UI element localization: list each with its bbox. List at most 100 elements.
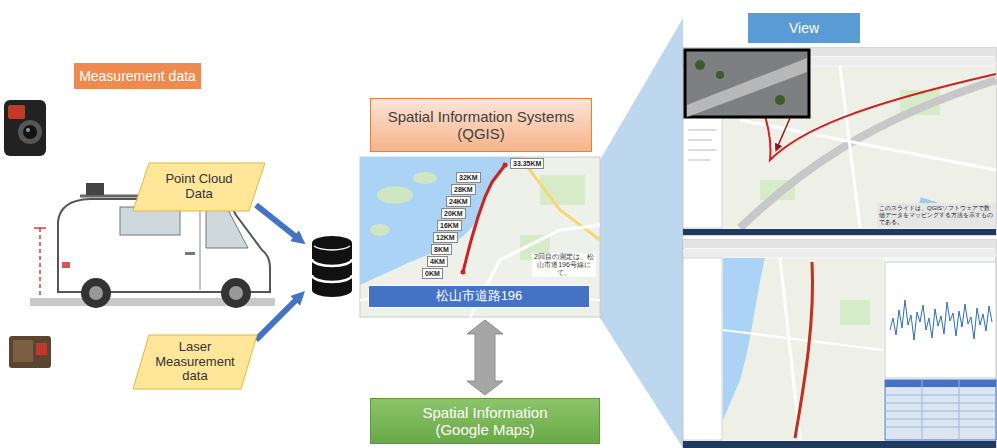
qgis-screenshot	[685, 50, 809, 117]
flow-arrow	[256, 205, 300, 340]
measurement-van	[229, 286, 243, 300]
database-icon	[312, 259, 352, 266]
qgis-screenshot	[683, 258, 722, 440]
map-image	[370, 224, 390, 236]
measurement-van	[89, 286, 103, 300]
qgis-screenshot	[723, 330, 883, 350]
qgis-screenshot	[683, 441, 996, 448]
database-icon	[312, 243, 352, 290]
parallelogram-shape	[133, 163, 265, 211]
data-parallelogram: Laser Measurement data	[133, 335, 257, 389]
camera-icon	[4, 100, 46, 156]
measurement-van	[206, 206, 248, 248]
qgis-screenshot	[922, 380, 923, 440]
qgis-screenshot	[885, 380, 996, 387]
qgis-screenshot	[688, 150, 716, 151]
info-box: Spatial Information (Google Maps)	[370, 398, 600, 444]
box-text: Point Cloud Data	[154, 172, 244, 202]
qgis-screenshot	[683, 240, 996, 448]
qgis-screenshot	[716, 71, 724, 79]
sync-arrow	[467, 320, 503, 395]
qgis-screenshot	[885, 380, 996, 440]
qgis-screenshot	[885, 419, 996, 420]
map-panel: 33.35KM 32KM28KM24KM20KM16KM12KM8KM4KM0KM…	[360, 157, 600, 317]
distance-marker: 12KM	[433, 232, 458, 243]
distance-marker: 28KM	[451, 184, 476, 195]
measurement-van	[221, 278, 251, 308]
camera-icon	[4, 100, 46, 156]
camera-icon	[8, 105, 25, 119]
qgis-screenshot	[683, 249, 996, 257]
qgis-screenshot	[723, 258, 883, 440]
measurement-van	[185, 252, 195, 255]
map-image	[413, 172, 437, 184]
qgis-screenshot	[890, 300, 992, 340]
measurement-van	[39, 228, 41, 296]
map-note: 2回目の測定は、松山市道196号線にて。	[532, 253, 596, 277]
measurement-van	[62, 262, 70, 268]
distance-marker: 8KM	[431, 244, 452, 255]
parallelogram-shape	[133, 335, 257, 389]
view-header: View	[748, 13, 860, 43]
box-text: Spatial Information (Google Maps)	[403, 404, 568, 439]
qgis-screenshot	[723, 258, 765, 420]
distance-marker: 0KM	[422, 268, 443, 279]
qgis-screenshot	[885, 395, 996, 396]
qgis-screenshot	[683, 48, 996, 235]
map-image	[360, 157, 600, 317]
qgis-screenshot	[683, 240, 996, 248]
qgis-screenshot	[780, 258, 800, 440]
camera-icon	[18, 120, 42, 144]
qgis-screenshot	[688, 160, 710, 161]
database-icon	[312, 283, 352, 297]
map-image	[503, 163, 508, 168]
box-text: Laser Measurement data	[152, 340, 238, 385]
camera-icon	[26, 128, 30, 132]
camera-icon	[23, 125, 37, 139]
qgis-screenshot	[885, 411, 996, 412]
measurement-van	[58, 199, 270, 292]
laser-device	[13, 340, 33, 362]
qgis-screenshot	[795, 262, 813, 438]
distance-marker: 4KM	[427, 256, 448, 267]
measurement-van	[34, 227, 46, 229]
measurement-van	[200, 204, 201, 290]
qgis-screenshot	[688, 140, 712, 141]
distance-marker: 24KM	[446, 196, 471, 207]
distance-marker: 32KM	[456, 172, 481, 183]
box-text: Spatial Information Systems (QGIS)	[379, 108, 584, 143]
map-image	[377, 186, 413, 204]
flow-arrow	[256, 205, 300, 240]
measurement-van	[86, 183, 104, 195]
qgis-screenshot	[683, 229, 996, 235]
database-icon	[312, 275, 352, 282]
qgis-screenshot	[683, 48, 996, 235]
database-icon	[312, 236, 352, 250]
distance-marker: 20KM	[441, 208, 466, 219]
data-parallelogram: Point Cloud Data	[133, 163, 265, 211]
system-box: Spatial Information Systems (QGIS)	[370, 98, 592, 152]
qgis-screenshot	[885, 403, 996, 404]
database-icon	[314, 246, 350, 250]
box-text: Measurement data	[79, 68, 196, 84]
map-image	[461, 270, 466, 275]
distance-marker: 33.35KM	[510, 158, 544, 169]
screen-note: このスライドは、QGISソフトウェアで数値データをマッピングする方法を示すもので…	[879, 205, 994, 227]
qgis-screenshot	[683, 240, 996, 448]
box-text: View	[789, 20, 819, 36]
qgis-screenshot	[840, 66, 860, 228]
qgis-screenshot	[877, 203, 996, 228]
qgis-screenshot	[740, 80, 996, 228]
qgis-screenshot	[695, 60, 705, 70]
laser-device	[9, 336, 51, 368]
view-fan	[600, 18, 683, 448]
section-header: Measurement data	[74, 63, 201, 89]
flow-arrow	[256, 296, 300, 340]
distance-marker: 16KM	[437, 220, 462, 231]
qgis-screenshot	[688, 130, 716, 131]
laser-device	[36, 343, 47, 355]
measurement-van	[81, 278, 111, 308]
database-icon	[312, 236, 352, 297]
map-image	[360, 157, 600, 317]
